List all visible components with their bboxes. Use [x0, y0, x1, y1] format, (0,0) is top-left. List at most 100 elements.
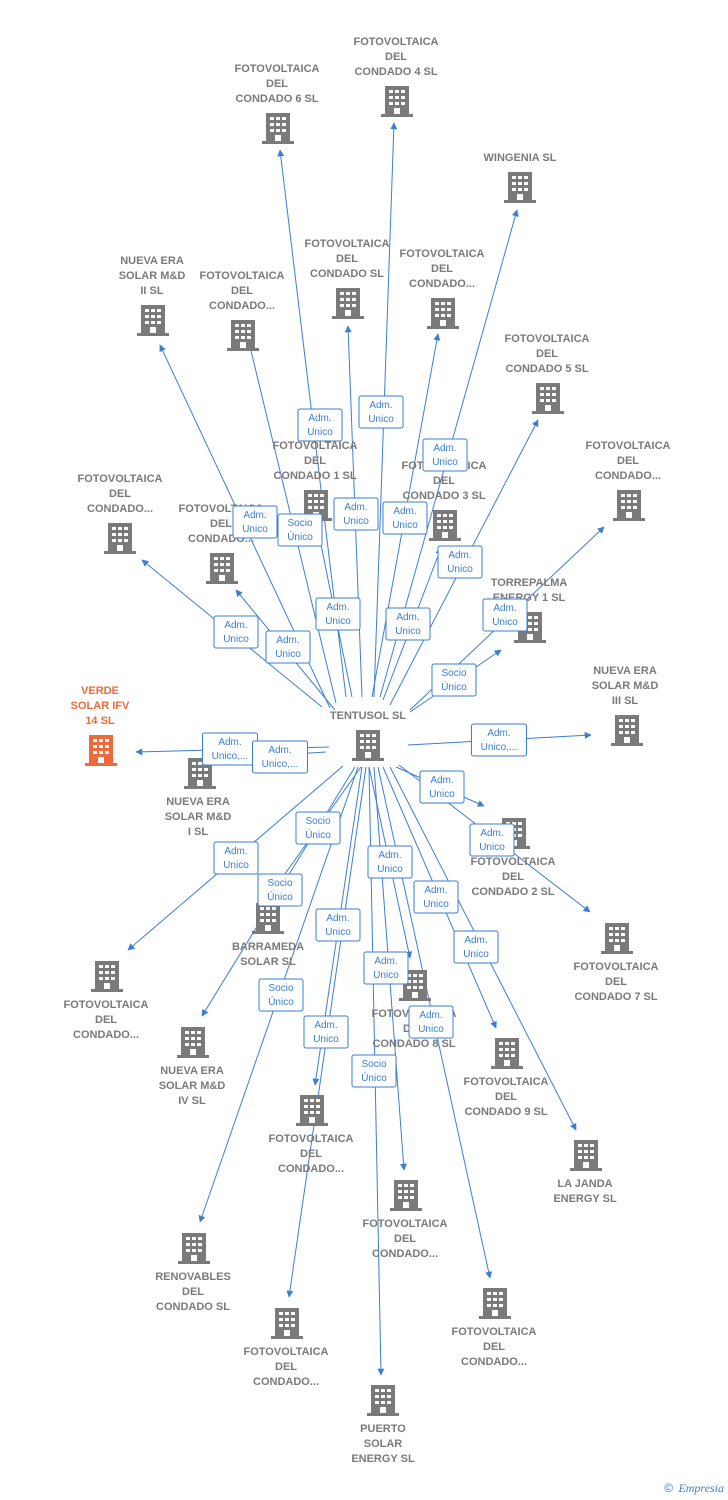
role-text: Adm.	[424, 885, 447, 896]
role-box-fcdots2[interactable]: Adm.Unico	[382, 501, 428, 535]
role-box-fc5[interactable]: Adm.Unico	[437, 545, 483, 579]
company-node-fcdots3[interactable]: FOTOVOLTAICADELCONDADO...	[78, 473, 163, 554]
role-box-fc7[interactable]: Adm.Unico	[469, 823, 515, 857]
role-box-fc6[interactable]: Adm.Unico	[297, 408, 343, 442]
role-text: Adm.	[268, 745, 291, 756]
role-box-fcdots3[interactable]: Adm.Unico	[213, 615, 259, 649]
role-text: Socio	[361, 1059, 386, 1070]
role-box-frame	[257, 873, 303, 907]
building-icon	[137, 305, 169, 336]
role-box-nesm3[interactable]: Adm.Unico,...	[471, 723, 527, 757]
company-node-fcdots1[interactable]: FOTOVOLTAICADELCONDADO...	[200, 270, 285, 351]
role-box-nesm1[interactable]: Adm.Unico,...	[252, 740, 308, 774]
company-node-fcdots8[interactable]: FOTOVOLTAICADELCONDADO...	[363, 1180, 448, 1260]
company-name: FOTOVOLTAICA	[244, 1346, 329, 1358]
company-node-wingenia[interactable]: WINGENIA SL	[484, 152, 557, 203]
building-icon	[390, 1180, 422, 1211]
role-text: Adm.	[396, 612, 419, 623]
role-text: Socio	[268, 983, 293, 994]
company-name: FOTOVOLTAICA	[574, 961, 659, 973]
company-name: CONDADO...	[209, 300, 275, 312]
role-box-frame	[471, 723, 527, 757]
role-box-frame	[408, 1005, 454, 1039]
role-box-nesm2[interactable]: Adm. Unico	[232, 505, 278, 539]
company-node-fcdots10[interactable]: FOTOVOLTAICADELCONDADO...	[452, 1288, 537, 1368]
role-box-wingenia[interactable]: Adm.Unico	[422, 438, 468, 472]
role-box-fc1[interactable]: Adm.Unico	[315, 597, 361, 631]
role-box-fcdots7[interactable]: Adm.Unico	[315, 908, 361, 942]
building-icon	[367, 1385, 399, 1416]
company-node-fcdots2[interactable]: FOTOVOLTAICADELCONDADO...	[400, 248, 485, 329]
role-box-fc3[interactable]: Adm.Unico	[385, 607, 431, 641]
role-box-lajanda[interactable]: Adm.Unico	[453, 930, 499, 964]
company-name: FOTOVOLTAICA	[586, 440, 671, 452]
company-name: SOLAR	[364, 1438, 403, 1450]
role-text: Socio	[287, 518, 312, 529]
company-node-fcdots6[interactable]: FOTOVOLTAICADELCONDADO...	[64, 961, 149, 1041]
company-node-fcdots5[interactable]: FOTOVOLTAICA DEL CONDADO...	[586, 440, 671, 521]
role-text: Unico	[242, 524, 268, 535]
role-box-fc9[interactable]: Adm.Unico	[413, 880, 459, 914]
role-text: Adm.	[374, 956, 397, 967]
role-box-fcsl[interactable]: Adm.Unico	[333, 497, 379, 531]
company-name: DEL	[617, 455, 639, 467]
company-name: VERDE	[81, 685, 119, 697]
building-icon	[504, 172, 536, 203]
role-text: Unico	[313, 1034, 339, 1045]
role-box-fcdots9[interactable]: Adm.Unico	[303, 1015, 349, 1049]
role-box-fc8[interactable]: Adm.Unico	[367, 845, 413, 879]
role-box-fcdots10[interactable]: Adm.Unico	[408, 1005, 454, 1039]
company-name: CONDADO...	[595, 470, 661, 482]
role-box-fc4[interactable]: Adm.Unico	[358, 395, 404, 429]
role-box-fcdots6[interactable]: Adm.Unico	[213, 841, 259, 875]
role-text: Adm.	[243, 510, 266, 521]
company-name: DEL	[431, 263, 453, 275]
role-box-fc2[interactable]: Adm.Unico	[419, 770, 465, 804]
company-node-center[interactable]: TENTUSOL SL	[330, 710, 406, 761]
company-name: FOTOVOLTAICA	[78, 473, 163, 485]
building-icon	[91, 961, 123, 992]
company-name: DEL	[275, 1361, 297, 1373]
role-text: Unico	[479, 842, 505, 853]
role-text: Único	[287, 530, 313, 543]
company-name: CONDADO 3 SL	[402, 490, 485, 502]
company-name: CONDADO...	[87, 503, 153, 515]
role-box-frame	[315, 908, 361, 942]
role-box-fcdots5[interactable]: Adm.Unico	[482, 598, 528, 632]
company-name: CONDADO...	[461, 1356, 527, 1368]
brand-logo[interactable]: Empresia	[678, 1481, 724, 1495]
role-box-fcdots8[interactable]: Adm.Unico	[363, 951, 409, 985]
company-node-fcdots7[interactable]: FOTOVOLTAICADELCONDADO...	[269, 1095, 354, 1175]
role-box-frame	[252, 740, 308, 774]
role-box-fcdots4[interactable]: Adm.Unico	[265, 630, 311, 664]
company-node-fcdots9[interactable]: FOTOVOLTAICADELCONDADO...	[244, 1308, 329, 1388]
company-name: CONDADO 2 SL	[471, 886, 554, 898]
company-name: SOLAR SL	[240, 956, 296, 968]
role-box-verde[interactable]: Adm.Unico,...	[202, 732, 258, 766]
role-text: Socio	[441, 668, 466, 679]
